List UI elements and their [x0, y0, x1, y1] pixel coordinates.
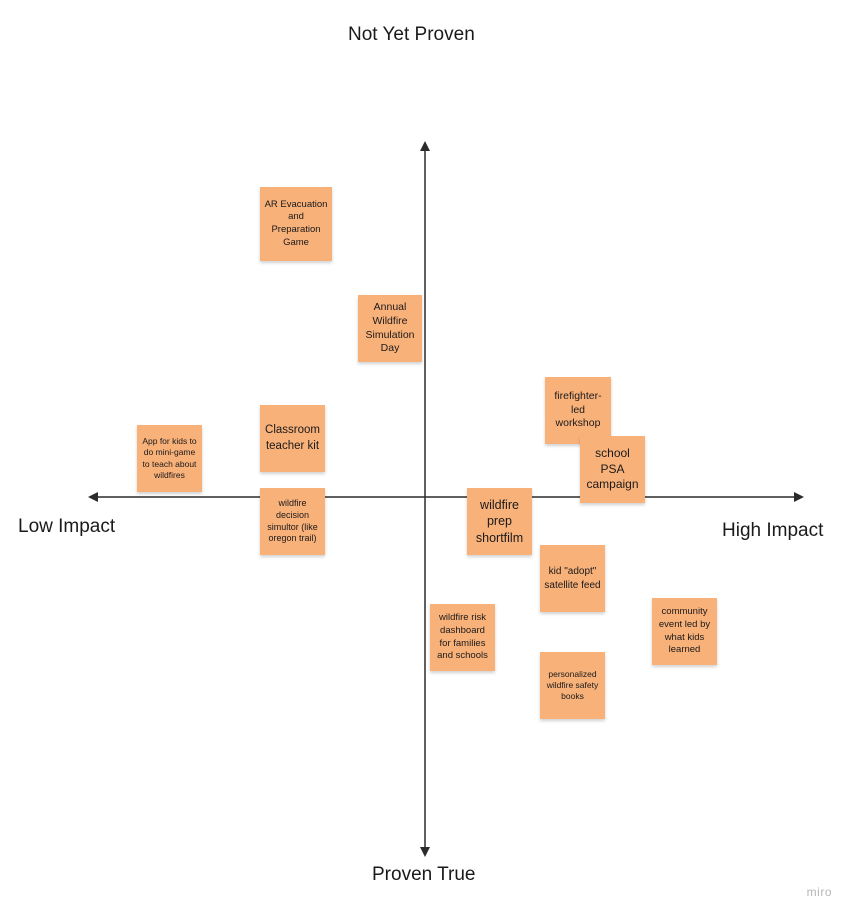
sticky-note-teacher-kit[interactable]: Classroom teacher kit — [260, 405, 325, 472]
note-text: Classroom teacher kit — [265, 424, 320, 452]
note-text: kid "adopt" satellite feed — [544, 566, 601, 591]
sticky-note-satellite-feed[interactable]: kid "adopt" satellite feed — [540, 545, 605, 612]
note-text: App for kids to do mini-game to teach ab… — [142, 436, 197, 480]
up-arrow-head — [420, 141, 430, 151]
right-arrow-head — [794, 492, 804, 502]
note-text: personalized wildfire safety books — [546, 668, 599, 702]
sticky-note-safety-books[interactable]: personalized wildfire safety books — [540, 652, 605, 719]
note-text: school PSA campaign — [586, 445, 639, 492]
axis-label-right: High Impact — [722, 520, 824, 541]
note-text: firefighter-led workshop — [554, 389, 602, 430]
sticky-note-community-event[interactable]: community event led by what kids learned — [652, 598, 717, 665]
sticky-note-risk-dashboard[interactable]: wildfire risk dashboard for families and… — [430, 604, 495, 671]
sticky-note-school-psa[interactable]: school PSA campaign — [580, 436, 645, 503]
sticky-note-simulation-day[interactable]: Annual Wildfire Simulation Day — [358, 295, 422, 362]
note-text: wildfire risk dashboard for families and… — [437, 612, 488, 662]
sticky-note-shortfilm[interactable]: wildfire prep shortfilm — [467, 488, 532, 555]
miro-watermark: miro — [806, 885, 832, 899]
left-arrow-head — [88, 492, 98, 502]
axis-label-left: Low Impact — [18, 516, 116, 537]
note-text: Annual Wildfire Simulation Day — [365, 300, 415, 355]
sticky-note-kids-app[interactable]: App for kids to do mini-game to teach ab… — [137, 425, 202, 492]
sticky-note-decision-simulator[interactable]: wildfire decision simultor (like oregon … — [260, 488, 325, 555]
axis-label-top: Not Yet Proven — [348, 24, 475, 45]
down-arrow-head — [420, 847, 430, 857]
note-text: wildfire decision simultor (like oregon … — [267, 497, 318, 544]
note-text: wildfire prep shortfilm — [475, 497, 524, 545]
sticky-note-ar-game[interactable]: AR Evacuation and Preparation Game — [260, 187, 332, 261]
axis-label-bottom: Proven True — [372, 864, 476, 885]
sticky-note-firefighter-workshop[interactable]: firefighter-led workshop — [545, 377, 611, 444]
note-text: community event led by what kids learned — [658, 606, 711, 656]
note-text: AR Evacuation and Preparation Game — [264, 198, 328, 248]
